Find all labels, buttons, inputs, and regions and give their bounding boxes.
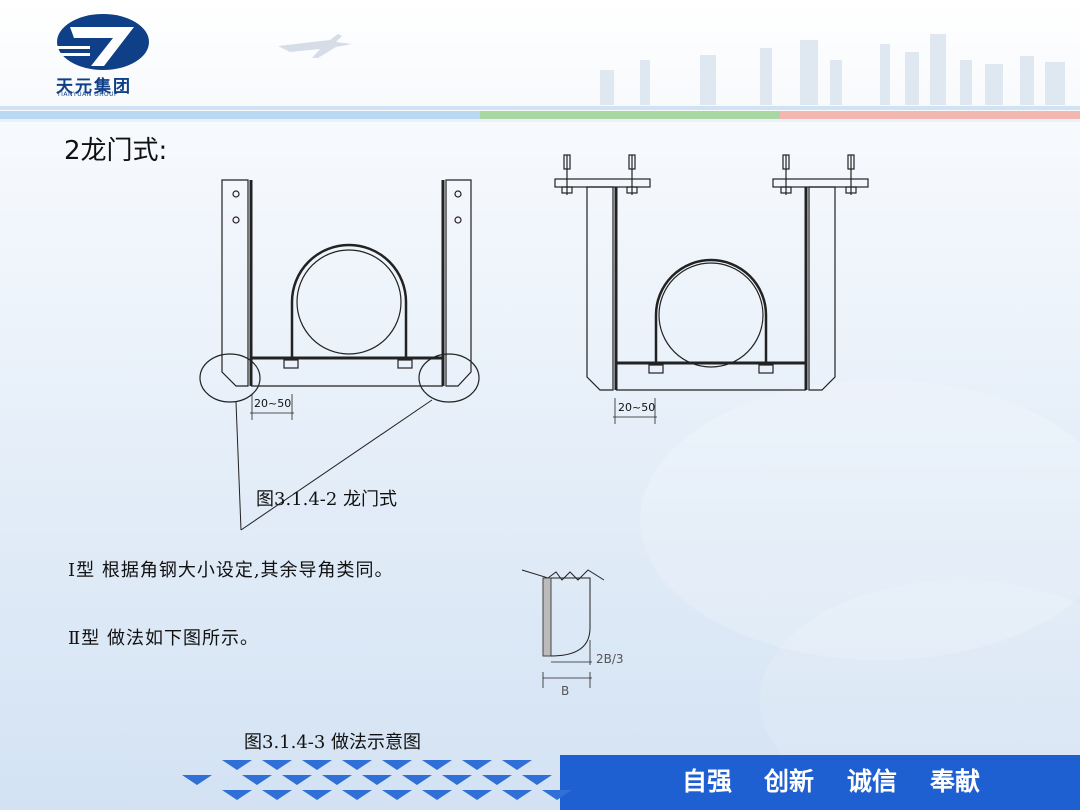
figure-caption-gantry: 图3.1.4-2 龙门式 [256, 489, 398, 510]
header-banner [0, 0, 1080, 112]
right-dimension-label: 20~50 [618, 401, 656, 414]
footer-triangle-pattern [182, 760, 572, 800]
footer-band [560, 755, 1080, 810]
company-name: 天元集团 [56, 77, 132, 97]
detail-side-dimension: 2B/3 [596, 652, 624, 666]
company-name-en: TIANYUAN GROUP [57, 91, 119, 98]
diagram-right-gantry [554, 154, 869, 424]
diagram-left-gantry [199, 179, 480, 531]
left-dimension-label: 20~50 [254, 397, 292, 410]
type-two-description: Ⅱ型 做法如下图所示。 [68, 628, 259, 649]
motto-integrity: 诚信 [847, 767, 898, 796]
motto-self-strengthening: 自强 [682, 767, 733, 796]
diagram-detail-chamfer [521, 569, 605, 688]
city-skyline-illustration [600, 34, 1065, 105]
detail-bottom-dimension: B [561, 684, 570, 698]
tianyuan-logo-icon [56, 14, 149, 70]
section-title: 2龙门式: [64, 136, 168, 166]
motto-dedication: 奉献 [930, 767, 981, 796]
figure-caption-method: 图3.1.4-3 做法示意图 [244, 732, 422, 753]
type-one-description: Ⅰ型 根据角钢大小设定,其余导角类同。 [68, 560, 394, 581]
motto-innovation: 创新 [764, 767, 815, 796]
airplane-icon [278, 34, 352, 58]
